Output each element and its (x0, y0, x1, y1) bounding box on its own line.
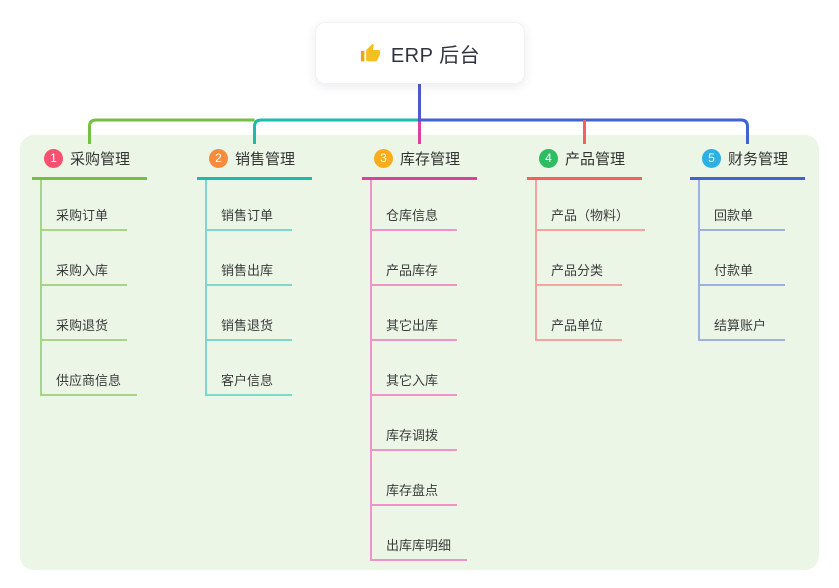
child-node: 采购订单 (42, 180, 147, 231)
child-node: 付款单 (700, 231, 805, 286)
child-node-label[interactable]: 销售出库 (207, 260, 292, 286)
branch-title-label[interactable]: 库存管理 (400, 151, 461, 168)
child-node-label[interactable]: 采购入库 (42, 260, 127, 286)
child-node-label[interactable]: 供应商信息 (42, 370, 138, 396)
branch-sales: 2 销售管理 销售订单 销售出库 销售退货 客户信息 (197, 146, 312, 396)
child-node: 产品单位 (537, 286, 642, 341)
child-node: 其它出库 (372, 286, 477, 341)
child-node: 销售出库 (207, 231, 312, 286)
branch-children: 销售订单 销售出库 销售退货 客户信息 (205, 180, 312, 396)
child-node: 产品库存 (372, 231, 477, 286)
child-node-label[interactable]: 库存盘点 (372, 480, 457, 506)
child-node-label[interactable]: 回款单 (700, 205, 785, 231)
child-node: 采购退货 (42, 286, 147, 341)
branch-product: 4 产品管理 产品（物料） 产品分类 产品单位 (527, 146, 646, 341)
branch-title-label[interactable]: 采购管理 (70, 151, 131, 168)
child-node-label[interactable]: 客户信息 (207, 370, 292, 396)
branch-title[interactable]: 1 采购管理 (32, 146, 147, 180)
child-node-label[interactable]: 其它入库 (372, 370, 457, 396)
branch-title[interactable]: 5 财务管理 (690, 146, 805, 180)
branch-inventory: 3 库存管理 仓库信息 产品库存 其它出库 其它入库 库存调拨 库存盘点 出库库… (362, 146, 477, 561)
child-node: 库存调拨 (372, 396, 477, 451)
child-node: 供应商信息 (42, 341, 147, 396)
child-node: 产品（物料） (537, 180, 646, 231)
child-node: 库存盘点 (372, 451, 477, 506)
child-node-label[interactable]: 采购订单 (42, 205, 127, 231)
branch-number-badge: 2 (209, 149, 228, 168)
branch-children: 采购订单 采购入库 采购退货 供应商信息 (40, 180, 147, 396)
root-node[interactable]: ERP 后台 (315, 22, 525, 84)
child-node-label[interactable]: 销售退货 (207, 315, 292, 341)
child-node: 回款单 (700, 180, 805, 231)
child-node: 采购入库 (42, 231, 147, 286)
child-node-label[interactable]: 产品库存 (372, 260, 457, 286)
child-node-label[interactable]: 结算账户 (700, 315, 785, 341)
child-node-label[interactable]: 销售订单 (207, 205, 292, 231)
branch-purchase: 1 采购管理 采购订单 采购入库 采购退货 供应商信息 (32, 146, 147, 396)
child-node: 产品分类 (537, 231, 642, 286)
branch-children: 产品（物料） 产品分类 产品单位 (535, 180, 646, 341)
thumbs-up-icon (360, 43, 380, 61)
child-node-label[interactable]: 采购退货 (42, 315, 127, 341)
branch-title[interactable]: 3 库存管理 (362, 146, 477, 180)
branch-title-label[interactable]: 产品管理 (565, 151, 626, 168)
child-node-label[interactable]: 产品（物料） (537, 205, 646, 231)
child-node-label[interactable]: 付款单 (700, 260, 785, 286)
child-node: 销售退货 (207, 286, 312, 341)
branch-title[interactable]: 4 产品管理 (527, 146, 642, 180)
branch-number-badge: 4 (539, 149, 558, 168)
child-node-label[interactable]: 产品单位 (537, 315, 622, 341)
branch-title[interactable]: 2 销售管理 (197, 146, 312, 180)
child-node-label[interactable]: 库存调拨 (372, 425, 457, 451)
child-node-label[interactable]: 其它出库 (372, 315, 457, 341)
branch-children: 回款单 付款单 结算账户 (698, 180, 805, 341)
branch-number-badge: 1 (44, 149, 63, 168)
child-node: 销售订单 (207, 180, 312, 231)
child-node-label[interactable]: 产品分类 (537, 260, 622, 286)
branch-title-label[interactable]: 销售管理 (235, 151, 296, 168)
child-node: 客户信息 (207, 341, 312, 396)
branch-title-label[interactable]: 财务管理 (728, 151, 789, 168)
branch-children: 仓库信息 产品库存 其它出库 其它入库 库存调拨 库存盘点 出库库明细 (370, 180, 477, 561)
child-node-label[interactable]: 仓库信息 (372, 205, 457, 231)
child-node: 仓库信息 (372, 180, 477, 231)
child-node: 出库库明细 (372, 506, 477, 561)
child-node: 其它入库 (372, 341, 477, 396)
branch-finance: 5 财务管理 回款单 付款单 结算账户 (690, 146, 805, 341)
child-node-label[interactable]: 出库库明细 (372, 535, 468, 561)
mindmap-background (20, 135, 819, 570)
root-node-label[interactable]: ERP 后台 (390, 44, 481, 67)
branch-number-badge: 3 (374, 149, 393, 168)
child-node: 结算账户 (700, 286, 805, 341)
branch-number-badge: 5 (702, 149, 721, 168)
